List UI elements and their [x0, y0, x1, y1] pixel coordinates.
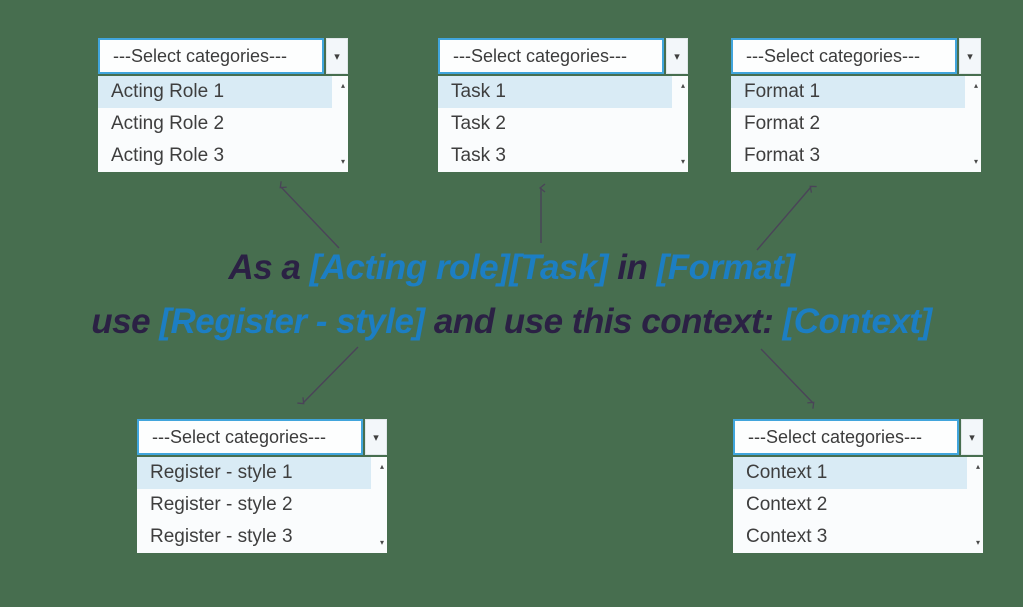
options-list: Register - style 1 Register - style 2 Re… — [137, 457, 387, 553]
placeholder-task: [Task] — [509, 248, 609, 287]
dropdown-arrow-button[interactable]: ▾ — [326, 38, 348, 74]
select-categories-combobox[interactable]: ---Select categories--- — [438, 38, 664, 74]
scroll-down-icon[interactable]: ▾ — [680, 157, 685, 166]
list-item[interactable]: Acting Role 3 — [111, 145, 225, 166]
dropdown-arrow-button[interactable]: ▾ — [961, 419, 983, 455]
connector-context — [760, 348, 813, 403]
options-list: Format 1 Format 2 Format 3 ▴ ▾ — [731, 76, 981, 172]
scroll-down-icon[interactable]: ▾ — [975, 538, 980, 547]
dropdown-arrow-button[interactable]: ▾ — [365, 419, 387, 455]
scroll-down-icon[interactable]: ▾ — [973, 157, 978, 166]
connector-acting-role — [281, 187, 340, 249]
dropdown-arrow-button[interactable]: ▾ — [959, 38, 981, 74]
combobox-placeholder: ---Select categories--- — [113, 45, 288, 66]
dropdown-context: ---Select categories--- ▾ Context 1 Cont… — [733, 419, 983, 553]
scroll-down-icon[interactable]: ▾ — [340, 157, 345, 166]
list-item[interactable]: Task 1 — [438, 76, 672, 108]
dropdown-arrow-button[interactable]: ▾ — [666, 38, 688, 74]
list-item[interactable]: Acting Role 1 — [98, 76, 332, 108]
placeholder-acting-role: [Acting role] — [309, 248, 510, 287]
scroll-up-icon[interactable]: ▴ — [973, 81, 978, 90]
prompt-template-text: As a [Acting role][Task] in [Format] use… — [0, 241, 1023, 349]
scroll-up-icon[interactable]: ▴ — [340, 81, 345, 90]
list-item[interactable]: Register - style 2 — [150, 494, 293, 515]
dropdown-format: ---Select categories--- ▾ Format 1 Forma… — [731, 38, 981, 172]
combobox-placeholder: ---Select categories--- — [453, 45, 628, 66]
prompt-text: in — [608, 248, 657, 287]
placeholder-context: [Context] — [782, 302, 933, 341]
options-list: Context 1 Context 2 Context 3 ▴ ▾ — [733, 457, 983, 553]
prompt-text: and use this context: — [424, 302, 783, 341]
list-item[interactable]: Format 2 — [744, 113, 821, 134]
scroll-up-icon[interactable]: ▴ — [379, 462, 384, 471]
chevron-down-icon: ▾ — [967, 50, 973, 63]
scroll-up-icon[interactable]: ▴ — [680, 81, 685, 90]
list-item[interactable]: Register - style 3 — [150, 526, 293, 547]
placeholder-register-style: [Register - style] — [159, 302, 425, 341]
list-item[interactable]: Acting Role 2 — [111, 113, 225, 134]
options-list: Task 1 Task 2 Task 3 ▴ ▾ — [438, 76, 688, 172]
list-item[interactable]: Format 3 — [744, 145, 821, 166]
combobox-placeholder: ---Select categories--- — [746, 45, 921, 66]
scroll-down-icon[interactable]: ▾ — [379, 538, 384, 547]
prompt-text: As a — [228, 248, 310, 287]
prompt-line-2: use [Register - style] and use this cont… — [0, 295, 1023, 349]
combobox-placeholder: ---Select categories--- — [152, 426, 327, 447]
select-categories-combobox[interactable]: ---Select categories--- — [731, 38, 957, 74]
prompt-text: use — [91, 302, 160, 341]
select-categories-combobox[interactable]: ---Select categories--- — [733, 419, 959, 455]
list-item[interactable]: Context 2 — [746, 494, 828, 515]
list-item[interactable]: Context 3 — [746, 526, 828, 547]
chevron-down-icon: ▾ — [674, 50, 680, 63]
options-list: Acting Role 1 Acting Role 2 Acting Role … — [98, 76, 348, 172]
chevron-down-icon: ▾ — [334, 50, 340, 63]
connector-register-style — [303, 346, 359, 403]
placeholder-format: [Format] — [656, 248, 795, 287]
select-categories-combobox[interactable]: ---Select categories--- — [98, 38, 324, 74]
list-item[interactable]: Task 3 — [451, 145, 506, 166]
dropdown-acting-role: ---Select categories--- ▾ Acting Role 1 … — [98, 38, 348, 172]
chevron-down-icon: ▾ — [373, 431, 379, 444]
list-item[interactable]: Format 1 — [731, 76, 965, 108]
scroll-up-icon[interactable]: ▴ — [975, 462, 980, 471]
list-item[interactable]: Register - style 1 — [137, 457, 371, 489]
chevron-down-icon: ▾ — [969, 431, 975, 444]
prompt-line-1: As a [Acting role][Task] in [Format] — [0, 241, 1023, 295]
list-item[interactable]: Task 2 — [451, 113, 506, 134]
list-item[interactable]: Context 1 — [733, 457, 967, 489]
dropdown-register-style: ---Select categories--- ▾ Register - sty… — [137, 419, 387, 553]
select-categories-combobox[interactable]: ---Select categories--- — [137, 419, 363, 455]
dropdown-task: ---Select categories--- ▾ Task 1 Task 2 … — [438, 38, 688, 172]
combobox-placeholder: ---Select categories--- — [748, 426, 923, 447]
